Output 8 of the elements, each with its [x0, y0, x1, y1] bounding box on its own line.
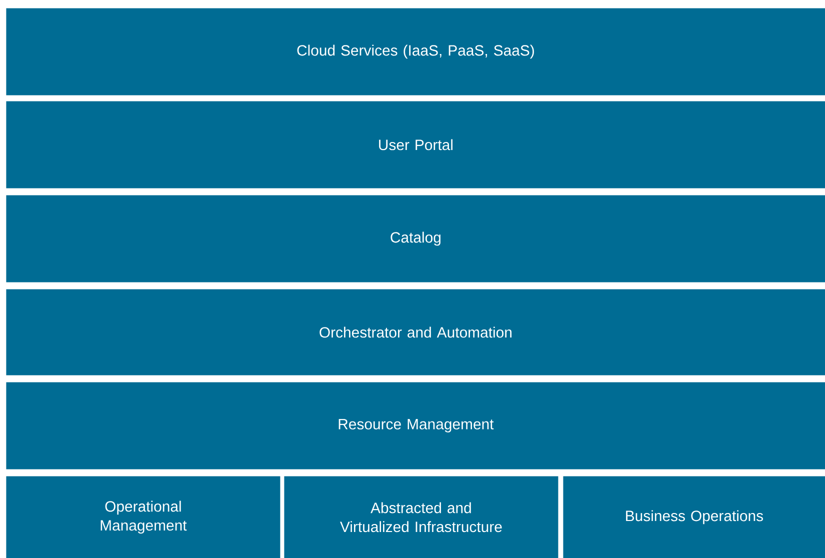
- layer-box: User Portal: [6, 101, 825, 188]
- layer-box: Abstracted and Virtualized Infrastructure: [284, 476, 558, 558]
- layer-box: Operational Management: [6, 476, 280, 558]
- layer-box: Resource Management: [6, 382, 825, 470]
- layer-box: Orchestrator and Automation: [6, 289, 825, 376]
- layer-box: Catalog: [6, 195, 825, 282]
- layer-box: Business Operations: [563, 476, 825, 558]
- layer-box: Cloud Services (IaaS, PaaS, SaaS): [6, 8, 825, 96]
